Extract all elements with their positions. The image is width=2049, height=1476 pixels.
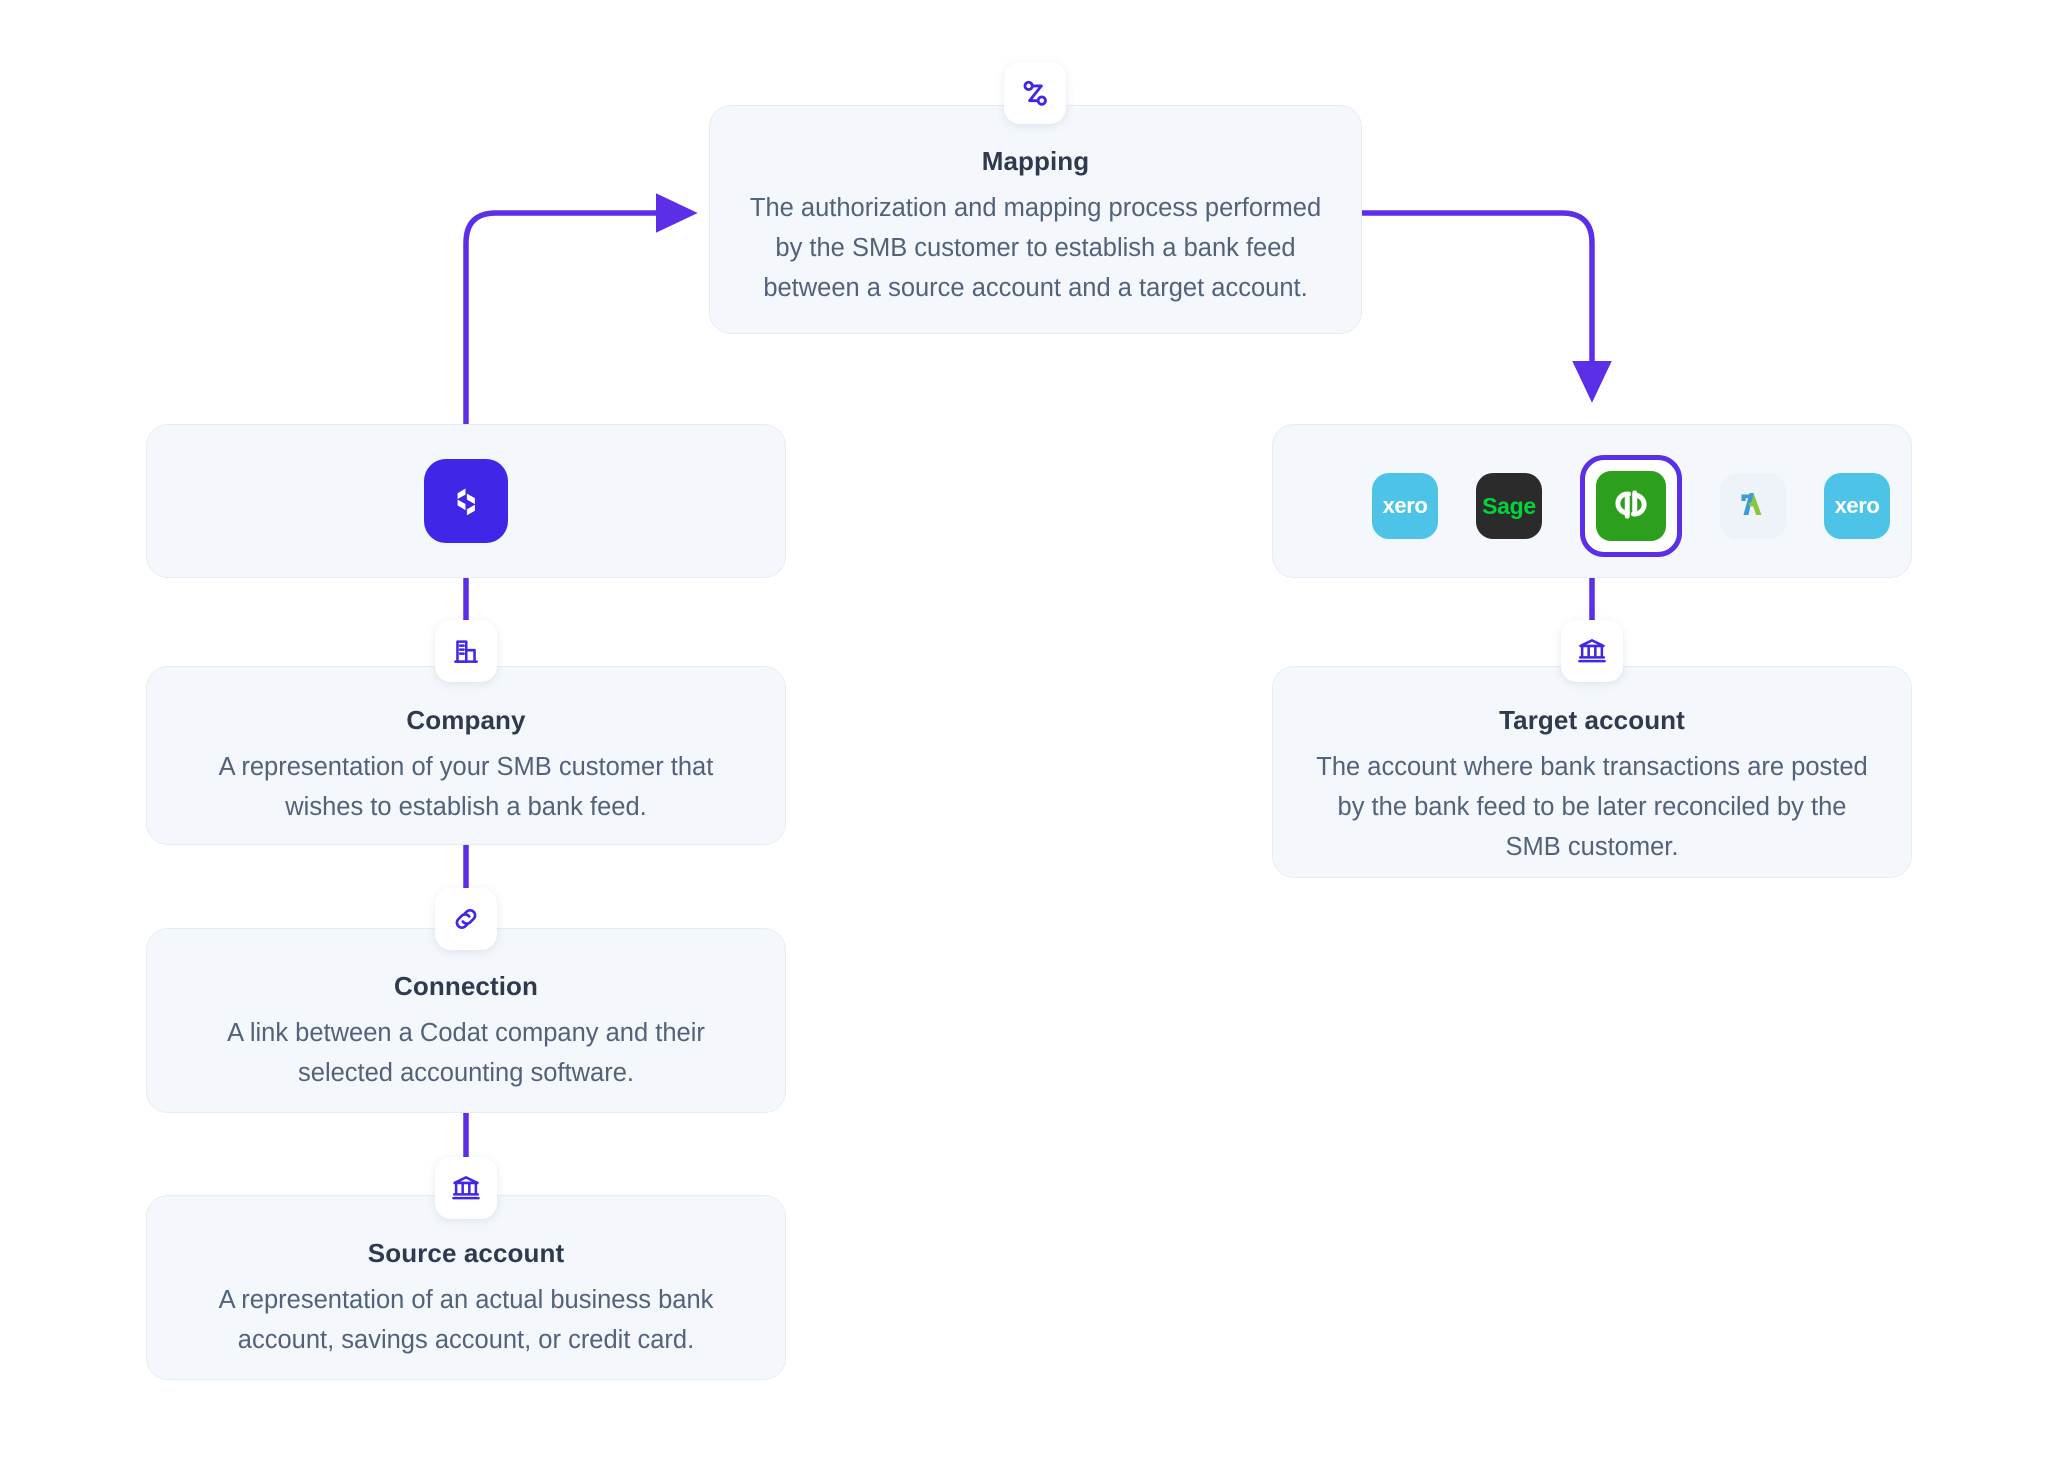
logo-xero-2[interactable]: xero (1824, 473, 1890, 539)
connector-codat-to-mapping (463, 193, 698, 427)
bank-icon (450, 1172, 482, 1204)
card-title-target-account: Target account (1499, 705, 1685, 735)
logo-xero-label: xero (1382, 493, 1428, 518)
logo-quickbooks-selected[interactable] (1580, 455, 1682, 557)
card-body-mapping: The authorization and mapping process pe… (749, 194, 1322, 302)
company-icon-tile (435, 620, 497, 682)
bank-icon (1576, 635, 1608, 667)
logo-xero-1[interactable]: xero (1372, 473, 1438, 539)
card-title-mapping: Mapping (981, 146, 1090, 176)
logo-xero-label-2: xero (1834, 493, 1880, 518)
logo-quickbooks (1596, 471, 1666, 541)
building-icon (450, 635, 482, 667)
card-source-account: Source account A representation of an ac… (146, 1195, 786, 1380)
card-target-account: Target account The account where bank tr… (1272, 666, 1912, 878)
card-title-source-account: Source account (367, 1238, 565, 1268)
card-body-connection: A link between a Codat company and their… (227, 1019, 705, 1087)
target-account-icon-tile (1561, 620, 1623, 682)
connection-icon-tile (435, 888, 497, 950)
card-company: Company A representation of your SMB cus… (146, 666, 786, 845)
card-title-connection: Connection (394, 971, 538, 1001)
logo-sage[interactable]: Sage (1476, 473, 1542, 539)
card-body-source-account: A representation of an actual business b… (218, 1286, 714, 1354)
card-body-company: A representation of your SMB customer th… (218, 753, 714, 821)
card-mapping: Mapping The authorization and mapping pr… (709, 105, 1362, 334)
codat-logo-icon (442, 475, 490, 528)
freeagent-icon (1731, 482, 1775, 531)
source-account-icon-tile (435, 1157, 497, 1219)
card-connection: Connection A link between a Codat compan… (146, 928, 786, 1113)
logo-freeagent[interactable] (1720, 473, 1786, 539)
card-body-target-account: The account where bank transactions are … (1316, 753, 1868, 861)
mapping-route-icon (1018, 76, 1052, 110)
mapping-icon-tile (1004, 62, 1066, 124)
logo-sage-label: Sage (1482, 492, 1536, 519)
link-icon (450, 903, 482, 935)
quickbooks-icon (1608, 481, 1654, 532)
connector-mapping-to-software (1359, 210, 1612, 403)
card-title-company: Company (406, 705, 526, 735)
software-logo-row: xero Sage (1372, 455, 1890, 557)
codat-logo-tile (424, 459, 508, 543)
